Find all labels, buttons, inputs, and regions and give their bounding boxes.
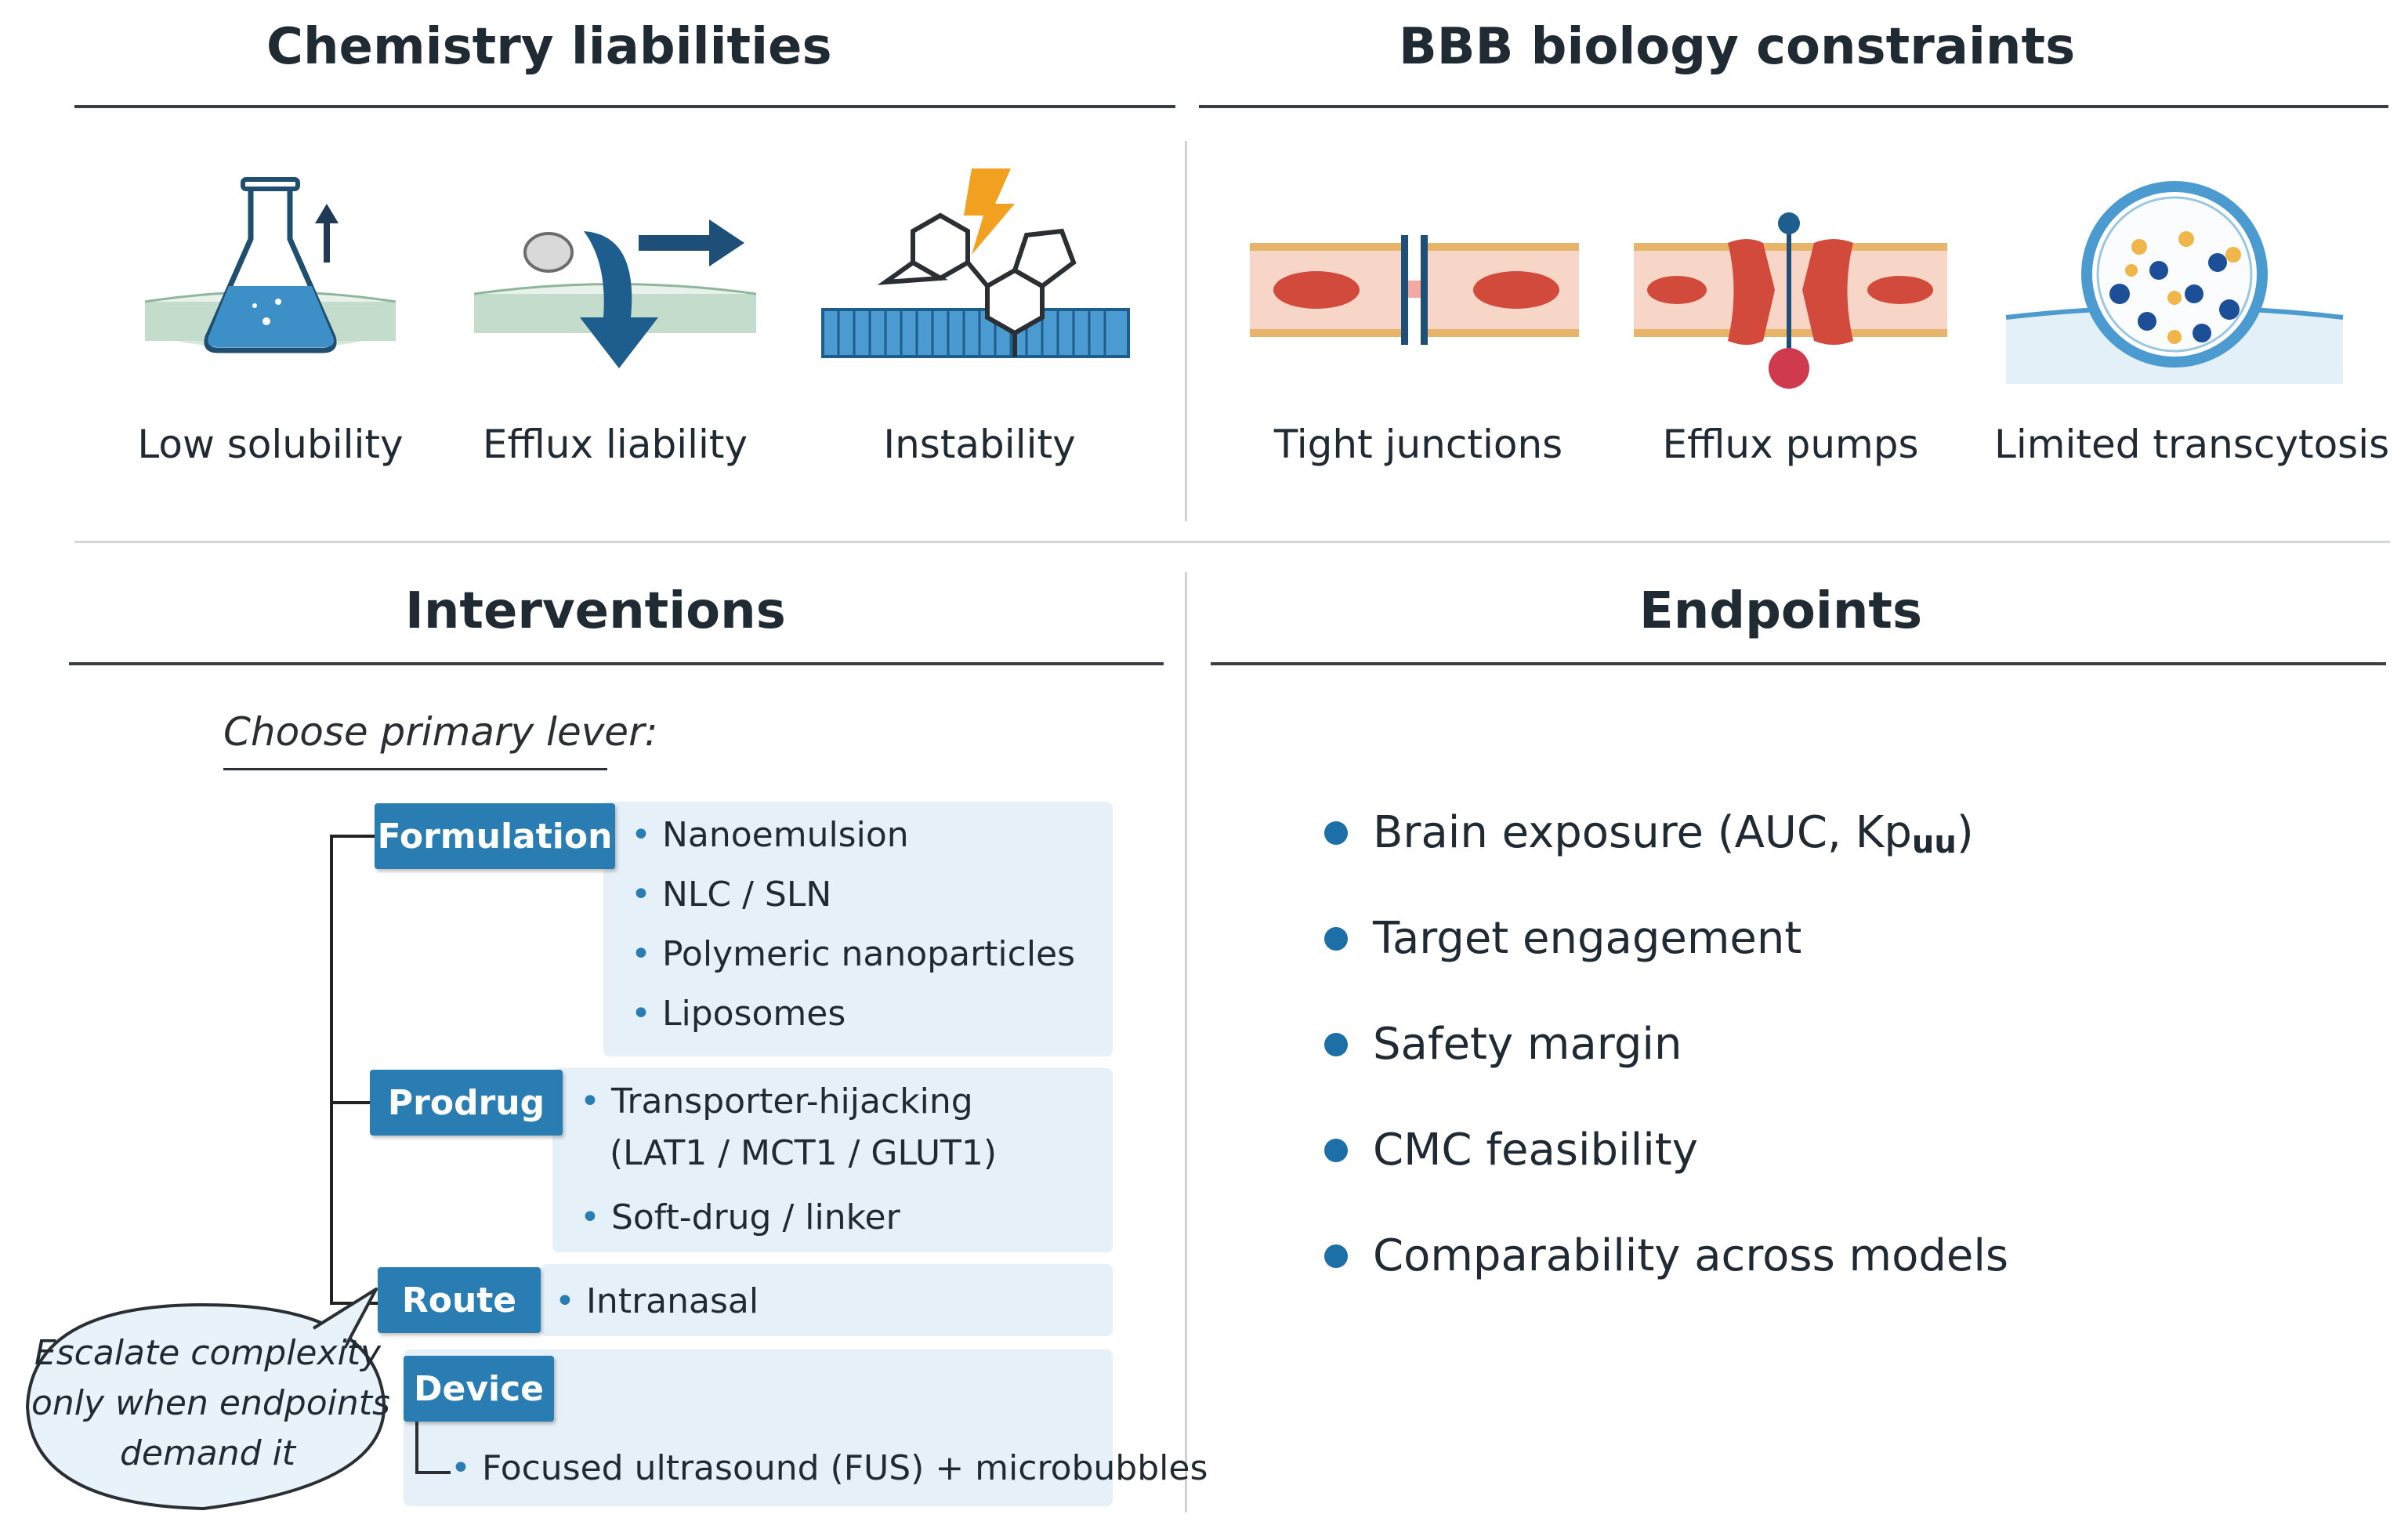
vesicle-icon [2006,181,2343,384]
limited-transcytosis-label: Limited transcytosis [1994,422,2390,467]
route-options-panel [541,1264,1113,1336]
bbb-title: BBB biology constraints [1399,18,2076,76]
section-divider [74,541,2390,543]
efflux-pumps-label: Efflux pumps [1662,422,1919,467]
endpoint-bullet [1324,1138,1348,1162]
tree-trunk [330,835,333,1305]
callout-bubble [25,1288,386,1511]
route-option: •Intranasal [555,1281,759,1321]
efflux-pump-icon [1634,212,1947,389]
efflux-arrow-icon [474,219,756,368]
endpoint-bullet [1324,926,1348,951]
callout-line: Escalate complexity [34,1333,382,1373]
bottom-divider [1185,572,1187,1512]
top-divider [1185,141,1187,521]
prodrug-option-detail: (LAT1 / MCT1 / GLUT1) [610,1133,998,1173]
flask-up-arrow-icon [144,177,397,353]
formulation-option: •Liposomes [631,994,846,1034]
endpoints-title: Endpoints [1639,582,1923,640]
prodrug-option: •Transporter-hijacking [580,1081,973,1121]
tree-branch-formulation [330,835,375,838]
instability-label: Instability [883,422,1076,467]
device-connector [415,1471,451,1474]
prodrug-options-panel [552,1068,1113,1252]
prodrug-tag: Prodrug [370,1070,563,1136]
endpoints-title-rule [1211,662,2386,665]
chemistry-title: Chemistry liabilities [266,18,832,76]
interventions-title: Interventions [405,582,786,640]
route-tag: Route [378,1267,541,1333]
bbb-title-rule [1199,105,2388,108]
formulation-tag: Formulation [375,803,615,869]
formulation-options-panel [603,802,1113,1056]
prodrug-option: •Soft-drug / linker [580,1197,900,1237]
callout-line: only when endpoints [31,1383,390,1423]
endpoint-item: CMC feasibility [1324,1125,1698,1176]
interventions-title-rule [69,662,1164,665]
device-option: •Focused ultrasound (FUS) + microbubbles [451,1448,1208,1488]
endpoint-bullet [1324,821,1348,845]
device-connector [415,1422,418,1473]
formulation-option: •NLC / SLN [631,875,832,915]
endpoint-item: Comparability across models [1324,1230,2008,1281]
endpoint-item: Safety margin [1324,1019,1682,1070]
formulation-option: •Polymeric nanoparticles [631,934,1076,974]
prompt-underline [223,768,607,770]
callout-line: demand it [119,1433,296,1473]
molecule-lightning-icon [821,168,1130,358]
endpoint-bullet [1324,1244,1348,1268]
device-tag: Device [404,1356,554,1422]
endpoint-item: Target engagement [1324,913,1801,964]
low-solubility-label: Low solubility [137,422,404,467]
tree-branch-prodrug [330,1101,371,1104]
efflux-liability-label: Efflux liability [482,422,748,467]
chemistry-title-rule [74,105,1175,108]
tight-junction-icon [1250,235,1579,345]
tight-junctions-label: Tight junctions [1273,422,1563,467]
formulation-option: •Nanoemulsion [631,815,909,855]
choose-lever-prompt: Choose primary lever: [223,709,658,755]
endpoint-bullet [1324,1032,1348,1056]
